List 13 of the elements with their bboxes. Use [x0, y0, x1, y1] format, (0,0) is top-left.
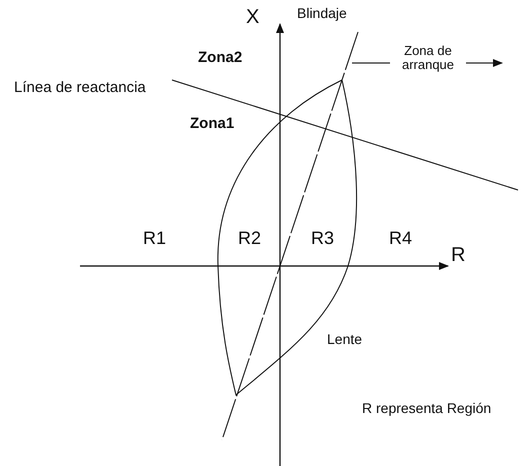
zone-label: Zona2 — [198, 50, 242, 66]
axis-label: R — [451, 244, 466, 266]
region-label: R4 — [389, 229, 412, 249]
lens-label: Lente — [327, 332, 362, 348]
region-label: R1 — [143, 229, 166, 249]
axis-label: X — [246, 6, 260, 28]
zone-label: Zona de arranque — [400, 44, 456, 73]
region-label: R2 — [238, 229, 262, 249]
note-text: R representa Región — [362, 401, 492, 416]
region-label: R3 — [311, 229, 334, 249]
blinder-label: Blindaje — [297, 6, 347, 22]
zone-label: Zona1 — [190, 116, 234, 132]
reactance-line-label: Línea de reactancia — [14, 80, 146, 96]
